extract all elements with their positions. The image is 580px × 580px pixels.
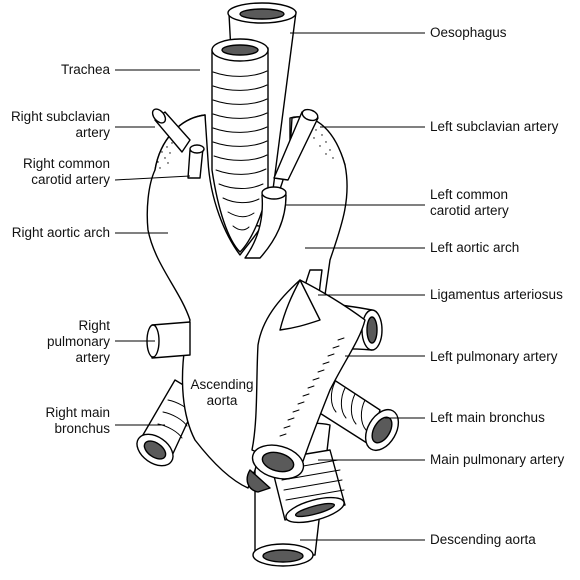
label-main-pulmonary-artery: Main pulmonary artery — [430, 452, 565, 467]
label-trachea: Trachea — [60, 62, 110, 77]
label-descending-aorta: Descending aorta — [430, 532, 536, 547]
main-pulmonary-artery-shape — [246, 279, 366, 493]
label-left-aortic-arch: Left aortic arch — [430, 240, 520, 255]
label-left-main-bronchus: Left main bronchus — [430, 410, 545, 425]
pulmonary-stipple — [279, 337, 345, 437]
left-subclavian-shape — [273, 108, 319, 181]
label-left-pulmonary-artery: Left pulmonary artery — [430, 349, 558, 364]
left-common-carotid-shape — [244, 186, 287, 259]
label-ligamentus-arteriosus: Ligamentus arteriosus — [430, 287, 563, 302]
right-common-carotid-shape — [187, 144, 205, 179]
leader-lines — [114, 32, 425, 541]
label-oesophagus: Oesophagus — [430, 25, 507, 40]
label-left-subclavian: Left subclavian artery — [430, 119, 559, 134]
right-subclavian-shape — [151, 108, 191, 153]
right-pulmonary-shape — [146, 321, 191, 359]
label-right-aortic-arch: Right aortic arch — [11, 225, 110, 240]
